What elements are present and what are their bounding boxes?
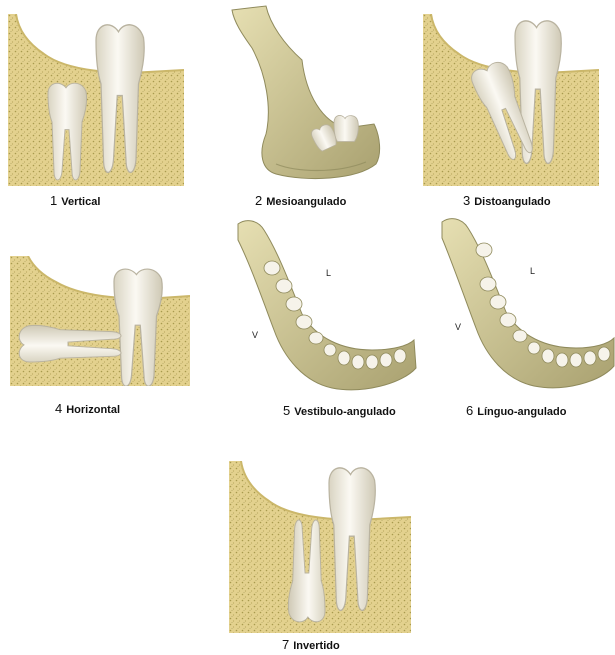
jaw-label-lingual: L xyxy=(326,268,331,278)
caption-number: 2 xyxy=(255,193,262,208)
panel-vestibulo-angulado xyxy=(232,218,418,398)
caption-label: Invertido xyxy=(293,640,339,652)
caption-2: 2 Mesioangulado xyxy=(255,193,346,208)
caption-number: 6 xyxy=(466,403,473,418)
caption-number: 5 xyxy=(283,403,290,418)
caption-6: 6 Línguo-angulado xyxy=(466,403,566,418)
caption-label: Vestibulo-angulado xyxy=(294,406,395,418)
vertical-impaction-illustration xyxy=(8,14,184,186)
distoangular-impaction-illustration xyxy=(423,14,599,186)
caption-number: 3 xyxy=(463,193,470,208)
caption-7: 7 Invertido xyxy=(282,637,340,652)
panel-mesioangulado xyxy=(226,4,386,188)
panel-invertido xyxy=(229,461,411,633)
caption-4: 4 Horizontal xyxy=(55,401,120,416)
caption-1: 1 Vertical xyxy=(50,193,100,208)
caption-number: 4 xyxy=(55,401,62,416)
inverted-impaction-illustration xyxy=(229,461,411,633)
panel-vertical xyxy=(8,14,184,186)
horizontal-impaction-illustration xyxy=(10,256,190,386)
vestibular-angle-jaw-illustration xyxy=(232,218,418,398)
caption-label: Vertical xyxy=(61,196,100,208)
jaw-label-vestibular: V xyxy=(252,330,258,340)
mesioangular-impaction-illustration xyxy=(226,4,386,188)
jaw-label-lingual: L xyxy=(530,266,535,276)
panel-horizontal xyxy=(10,256,190,386)
caption-label: Línguo-angulado xyxy=(477,406,566,418)
jaw-label-vestibular: V xyxy=(455,322,461,332)
caption-number: 7 xyxy=(282,637,289,652)
caption-label: Distoangulado xyxy=(474,196,550,208)
panel-linguo-angulado xyxy=(428,216,615,396)
lingual-angle-jaw-illustration xyxy=(428,216,615,396)
caption-label: Horizontal xyxy=(66,404,120,416)
caption-label: Mesioangulado xyxy=(266,196,346,208)
caption-5: 5 Vestibulo-angulado xyxy=(283,403,396,418)
caption-3: 3 Distoangulado xyxy=(463,193,551,208)
panel-distoangulado xyxy=(423,14,599,186)
caption-number: 1 xyxy=(50,193,57,208)
